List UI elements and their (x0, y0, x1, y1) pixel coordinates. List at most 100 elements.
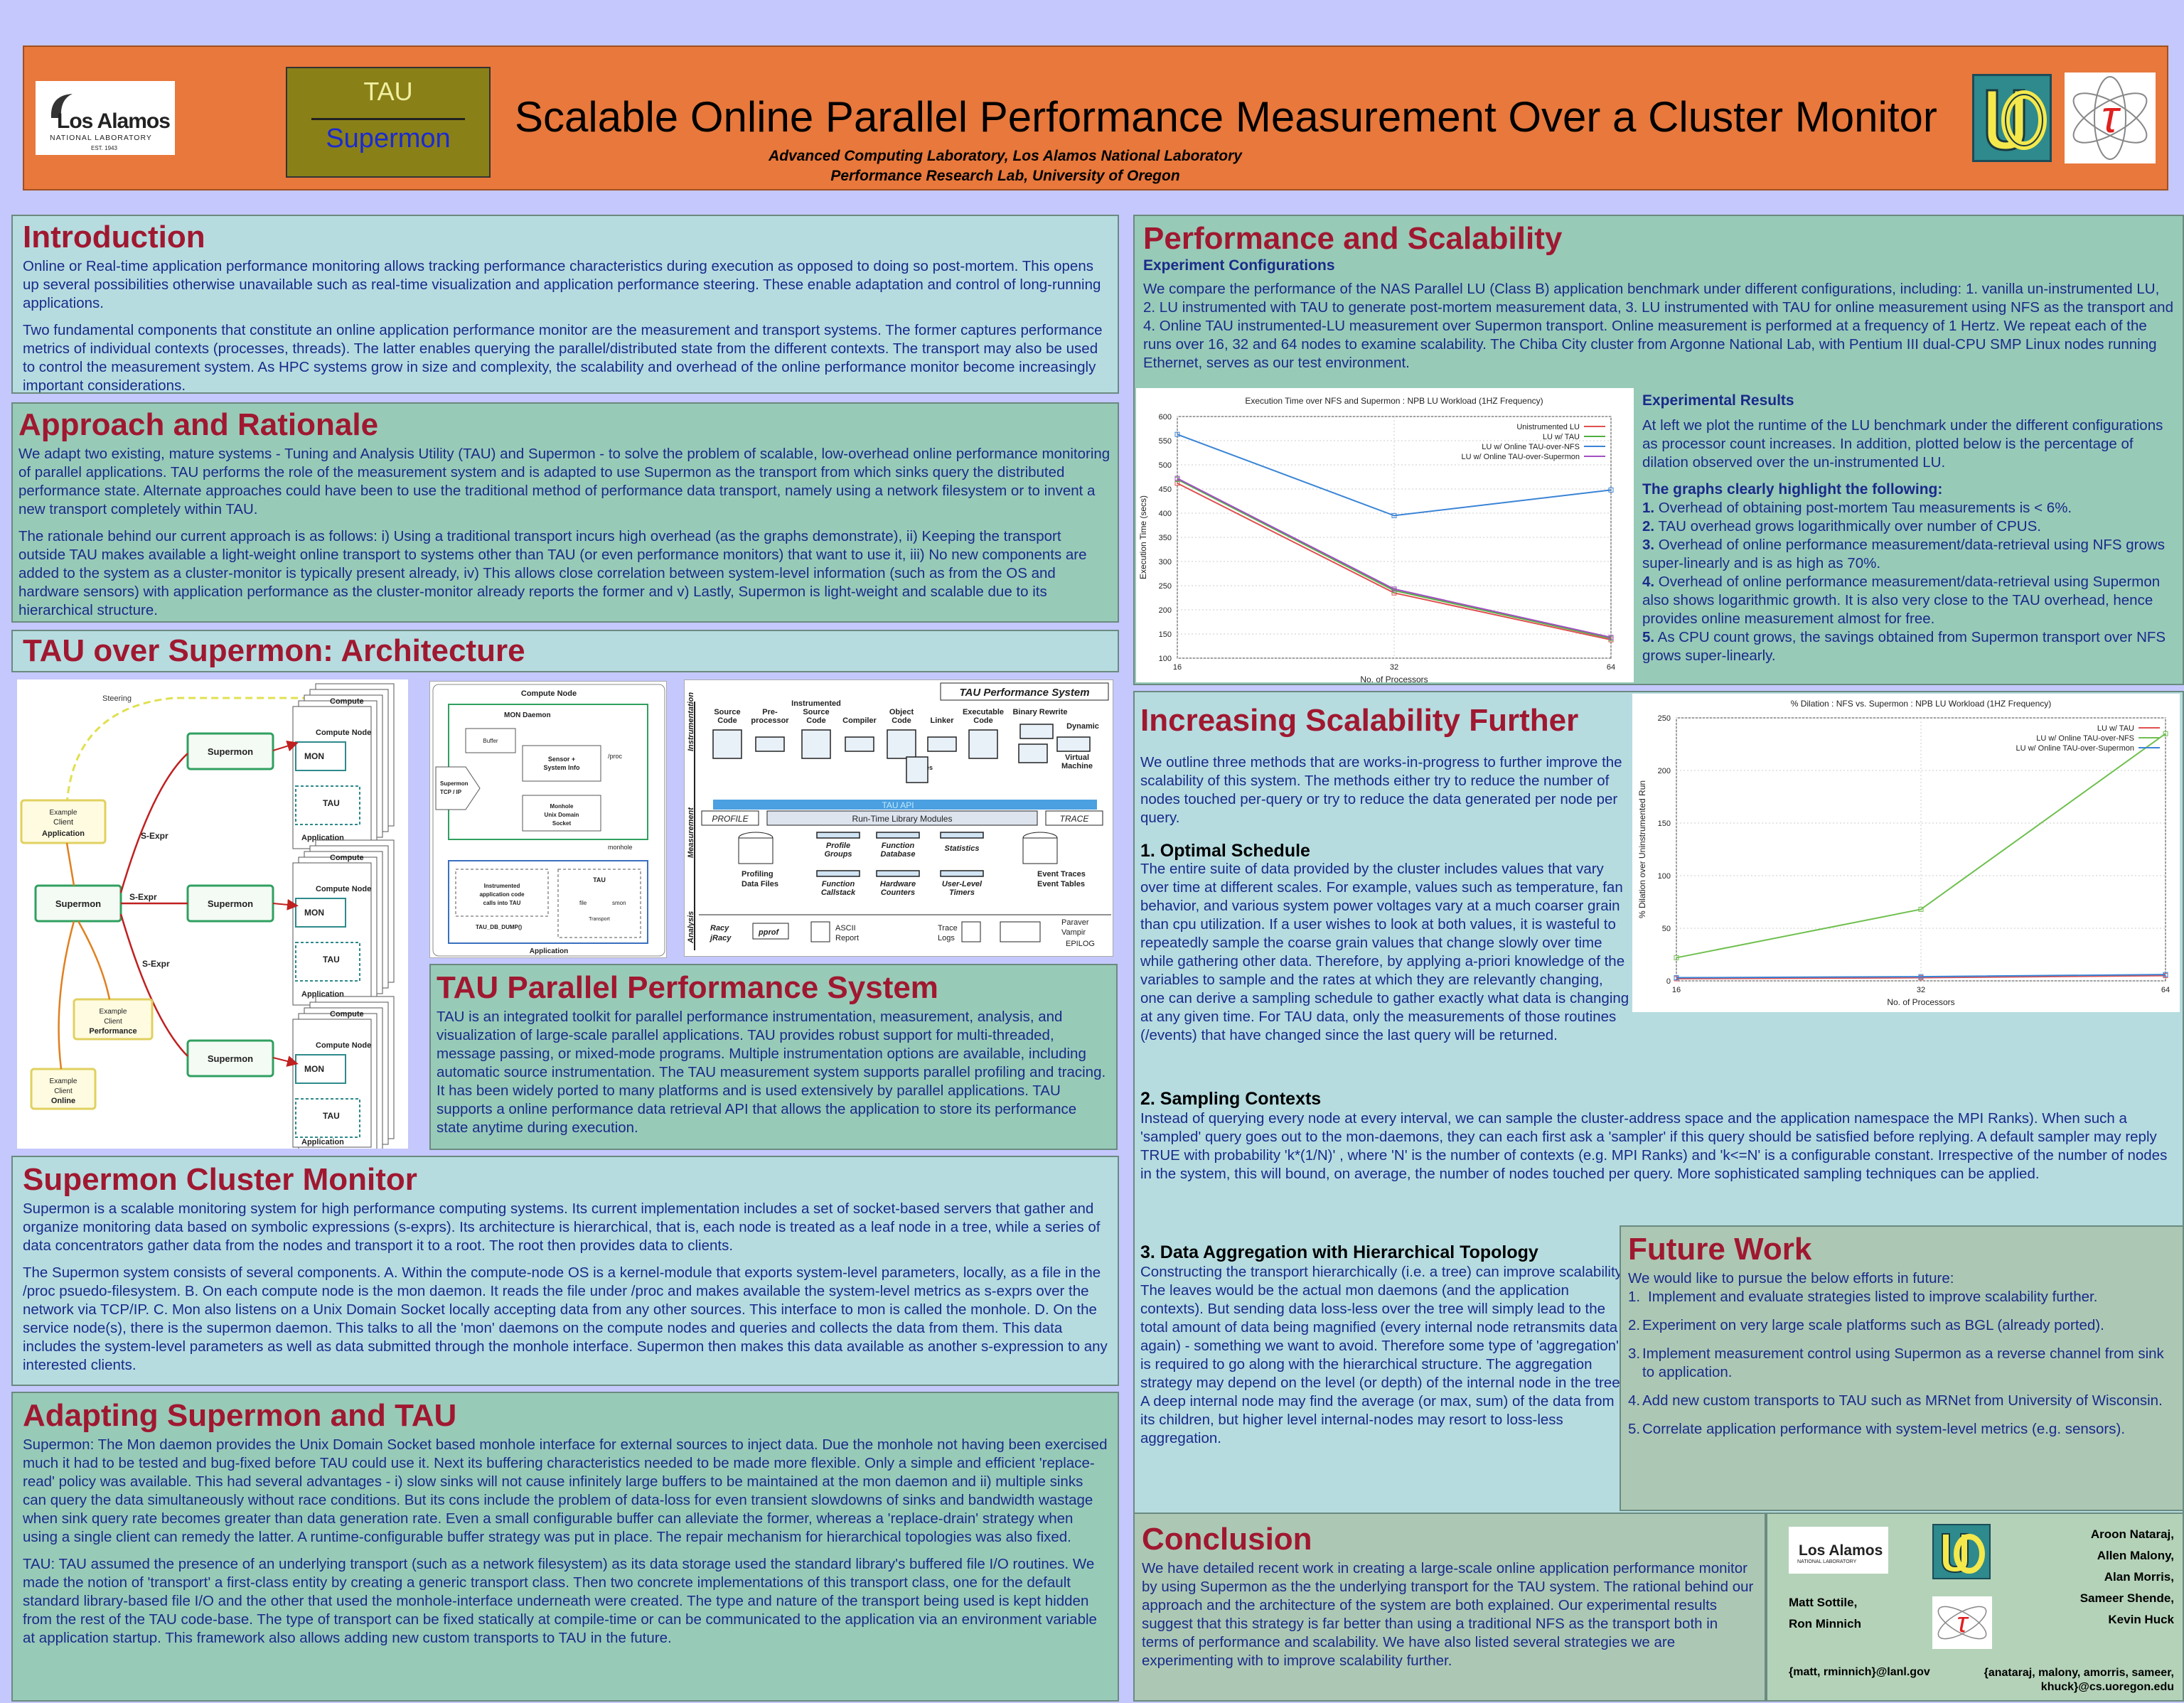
supermon-root: Supermon (34, 884, 122, 923)
approach-panel: Approach and Rationale We adapt two exis… (11, 402, 1119, 623)
future-item: 3.Implement measurement control using Su… (1628, 1345, 2164, 1381)
svg-text:Pre-: Pre- (762, 708, 778, 716)
data-point (1174, 431, 1180, 437)
lanl-logo-small: Los Alamos NATIONAL LABORATORY (1789, 1527, 1888, 1574)
svg-text:Sensor +: Sensor + (548, 756, 575, 763)
svg-text:User-Level: User-Level (942, 880, 983, 888)
legend-label: LU w/ Online TAU-over-NFS (1482, 443, 1580, 451)
x-tick-label: 64 (2161, 986, 2170, 994)
data-point (1918, 974, 1924, 979)
svg-text:TAU_DB_DUMP(): TAU_DB_DUMP() (476, 924, 523, 930)
x-tick-label: 16 (1672, 986, 1681, 994)
svg-text:Callstack: Callstack (821, 888, 856, 897)
series-line (1177, 434, 1612, 517)
data-point (1174, 480, 1180, 486)
badge-top: TAU (363, 77, 413, 106)
series-line (1177, 478, 1612, 640)
supermon-node-2: Supermon (186, 884, 274, 923)
svg-text:Compute Node: Compute Node (316, 729, 371, 737)
data-point (1174, 476, 1180, 481)
uo-logo-small (1932, 1524, 1991, 1579)
y-axis-label: % Dilation over Uninstrumented Run (1637, 780, 1647, 918)
svg-text:Statistics: Statistics (945, 844, 980, 853)
svg-text:Virtual: Virtual (1065, 753, 1089, 762)
tau-atom-icon: τ (1937, 1606, 1987, 1640)
data-point (2163, 972, 2168, 977)
svg-text:monhole: monhole (608, 844, 633, 851)
svg-text:TAU: TAU (323, 1111, 340, 1121)
series-line (1676, 733, 2166, 959)
svg-text:Instrumented: Instrumented (484, 883, 520, 889)
svg-text:Example: Example (100, 1008, 127, 1016)
adapting-p1: Supermon: The Mon daemon provides the Un… (23, 1436, 1108, 1546)
svg-text:TAU API: TAU API (882, 800, 914, 810)
uo-authors: Aroon Nataraj, Allen Malony, Alan Morris… (2080, 1524, 2174, 1631)
svg-text:Application: Application (301, 1138, 344, 1146)
lanl-authors: Matt Sottile, Ron Minnich (1789, 1592, 1861, 1635)
data-point (1391, 512, 1397, 518)
tau-atom-icon: τ (2072, 76, 2148, 160)
future-item: 4.Add new custom transports to TAU such … (1628, 1392, 2163, 1409)
client-performance-database: Example Client Performance (73, 998, 154, 1041)
legend-label: Unistrumented LU (1516, 423, 1580, 431)
author-name: Alan Morris, (2104, 1570, 2174, 1584)
lanl-email: {matt, rminnich}@lanl.gov (1789, 1666, 1930, 1678)
author-name: Allen Malony, (2097, 1549, 2174, 1562)
y-tick-label: 300 (1159, 558, 1172, 566)
architecture-heading: TAU over Supermon: Architecture (23, 633, 525, 668)
future-work-intro: We would like to pursue the below effort… (1628, 1270, 1954, 1287)
x-axis-label: No. of Processors (1887, 997, 1954, 1007)
svg-text:MON: MON (304, 1064, 324, 1074)
svg-text:TAU Performance System: TAU Performance System (959, 687, 1089, 699)
svg-text:Racy: Racy (710, 924, 729, 933)
svg-text:TAU: TAU (323, 798, 340, 808)
data-point (1608, 635, 1614, 640)
svg-text:Event Traces: Event Traces (1037, 870, 1086, 879)
lanl-swoosh-icon (50, 94, 73, 118)
legend-label: LU w/ Online TAU-over-Supermon (1462, 453, 1580, 461)
uo-monogram-icon (1986, 89, 2047, 151)
svg-text:Buffer: Buffer (483, 738, 498, 744)
introduction-p2: Two fundamental components that constitu… (23, 322, 1103, 394)
architecture-tree-diagram: Steering Supermon Supermon Supermon Supe… (17, 679, 408, 1156)
highlight-item: 3. Overhead of online performance measur… (1642, 537, 2165, 571)
future-item: 5.Correlate application performance with… (1628, 1421, 2126, 1438)
data-point (1391, 586, 1397, 592)
compute-stack-1: Compute Compute Node MON TAU Application (292, 683, 395, 849)
svg-text:file: file (579, 900, 587, 906)
svg-text:Code: Code (806, 716, 826, 725)
increasing-intro: We outline three methods that are works-… (1140, 754, 1622, 827)
svg-text:Executable: Executable (963, 708, 1004, 716)
svg-text:Performance: Performance (89, 1027, 136, 1036)
svg-text:Paraver: Paraver (1061, 918, 1089, 927)
series-line (1676, 974, 2166, 979)
optimal-schedule-heading: 1. Optimal Schedule (1140, 841, 1310, 861)
author-name: Sameer Shende, (2079, 1591, 2174, 1605)
svg-text:Unix Domain: Unix Domain (545, 812, 579, 818)
execution-time-chart-svg: Execution Time over NFS and Supermon : N… (1138, 396, 1615, 684)
svg-text:Binary Rewrite: Binary Rewrite (1012, 708, 1067, 716)
y-tick-label: 400 (1159, 510, 1172, 518)
lanl-logo-sub: NATIONAL LABORATORY (50, 134, 152, 142)
lanl-logo-name: Los Alamos (57, 109, 171, 133)
tau-logo: τ (2065, 72, 2156, 163)
experiment-config-heading: Experiment Configurations (1143, 257, 1335, 274)
compute-node-svg: Compute Node MON Daemon Buffer Sensor + … (432, 684, 665, 957)
data-point (2163, 731, 2168, 736)
data-point (1918, 906, 1924, 912)
svg-text:Groups: Groups (824, 850, 852, 859)
svg-text:Instrumentation: Instrumentation (687, 692, 695, 751)
conclusion-p1: We have detailed recent work in creating… (1142, 1560, 1754, 1670)
affiliation-uo: Performance Research Lab, University of … (830, 168, 1180, 184)
svg-text:calls into TAU: calls into TAU (483, 900, 521, 906)
y-tick-label: 250 (1159, 582, 1172, 591)
svg-text:Compute: Compute (330, 854, 364, 862)
lanl-logo: Los Alamos NATIONAL LABORATORY EST. 1943 (36, 81, 175, 155)
sampling-contexts-text: Instead of querying every node at every … (1140, 1110, 2168, 1182)
affiliation-lanl: Advanced Computing Laboratory, Los Alamo… (769, 148, 1242, 164)
svg-text:Compute: Compute (330, 697, 364, 706)
svg-text:System Info: System Info (543, 764, 580, 771)
uo-monogram-icon (1942, 1533, 1985, 1574)
series-line (1676, 974, 2166, 980)
svg-text:Example: Example (50, 809, 77, 817)
